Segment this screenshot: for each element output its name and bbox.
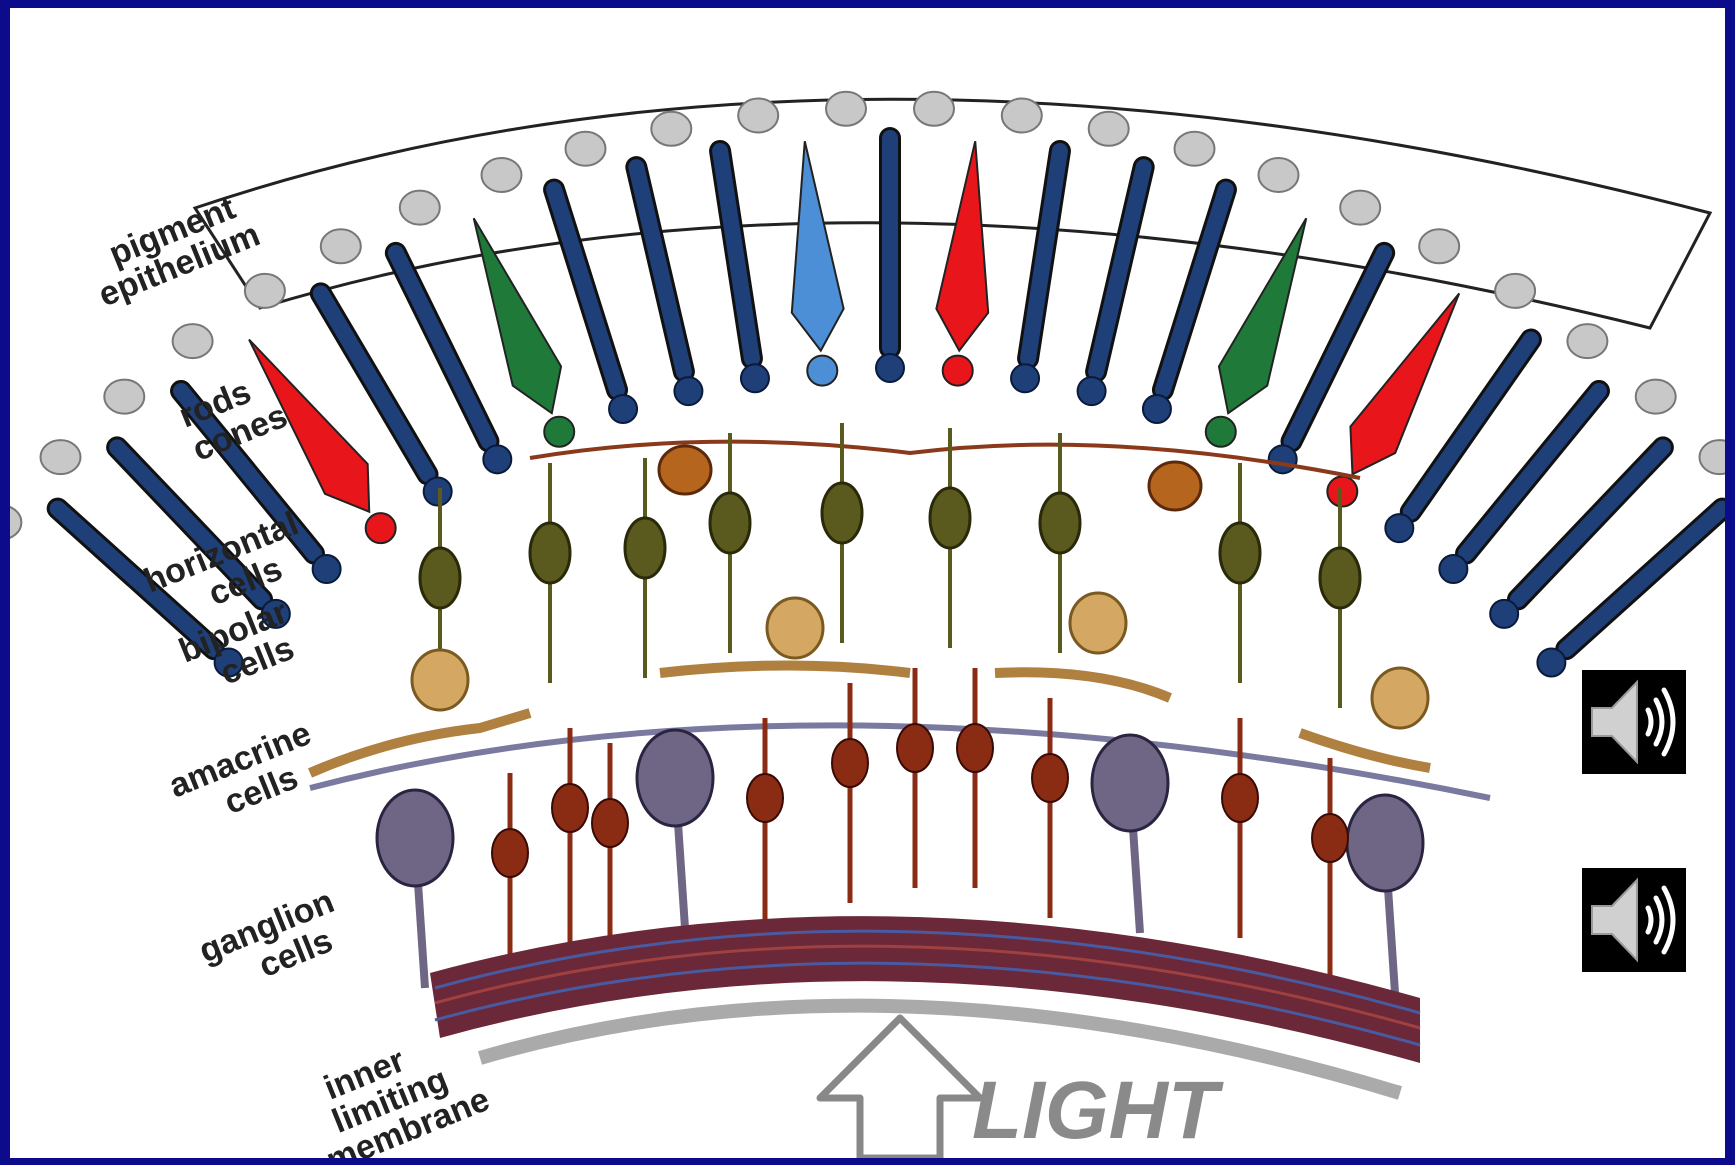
light-arrow-icon xyxy=(820,1018,980,1158)
amacrine-cell xyxy=(995,593,1170,698)
light-label: LIGHT xyxy=(972,1065,1224,1156)
pigment-granule xyxy=(10,505,21,539)
amacrine-cell xyxy=(310,650,530,773)
pigment-granule xyxy=(1002,99,1042,133)
rod xyxy=(876,138,904,382)
label-amacrine-cells: amacrine cells xyxy=(164,714,330,839)
pigment-granule xyxy=(245,274,285,308)
amacrine-cells xyxy=(310,593,1490,798)
slide: LIGHT pigment epithelium rods cones hori… xyxy=(10,8,1725,1158)
pigment-granule xyxy=(321,229,361,263)
pigment-granule xyxy=(1259,158,1299,192)
ganglion-cell xyxy=(1092,735,1168,933)
pigment-granule xyxy=(566,132,606,166)
bipolar-cell xyxy=(822,423,862,643)
rod xyxy=(1490,447,1663,627)
ganglion-cell xyxy=(637,730,713,928)
bipolar-cell xyxy=(1220,463,1260,683)
pigment-granule xyxy=(400,191,440,225)
ganglion-cell xyxy=(1347,795,1423,993)
ganglion-cell xyxy=(832,683,868,903)
bipolar-cell xyxy=(625,458,665,678)
bipolar-cell xyxy=(530,463,570,683)
pigment-granule xyxy=(738,99,778,133)
label-ganglion-cells: ganglion cells xyxy=(194,882,353,1004)
pigment-granule xyxy=(1175,132,1215,166)
ganglion-cell xyxy=(747,718,783,938)
ganglion-cell xyxy=(552,728,588,948)
pigment-granule xyxy=(482,158,522,192)
ganglion-cell xyxy=(897,668,933,888)
pigment-granule xyxy=(914,92,954,126)
amacrine-cell xyxy=(660,598,910,673)
speaker-icon xyxy=(1582,670,1686,774)
horizontal-cell xyxy=(1149,462,1201,510)
label-inner-limiting-membrane: inner limiting membrane xyxy=(296,1017,495,1158)
bipolar-cell xyxy=(1320,488,1360,708)
bipolar-cell xyxy=(930,428,970,648)
pigment-granule xyxy=(1636,380,1676,414)
retina-diagram: LIGHT pigment epithelium rods cones hori… xyxy=(10,8,1725,1158)
cone xyxy=(474,218,574,447)
pigment-granule xyxy=(1340,191,1380,225)
pigment-granule xyxy=(41,440,81,474)
pigment-granule xyxy=(1495,274,1535,308)
amacrine-cell xyxy=(1300,668,1430,768)
speaker-icon xyxy=(1582,868,1686,972)
pigment-granule xyxy=(173,324,213,358)
pigment-granule xyxy=(826,92,866,126)
pigment-granule xyxy=(1089,112,1129,146)
pigment-granule xyxy=(1567,324,1607,358)
pigment-granule xyxy=(1419,229,1459,263)
bipolar-cell xyxy=(710,433,750,653)
ganglion-cell xyxy=(377,790,453,988)
pigment-granule xyxy=(104,380,144,414)
cone xyxy=(1206,218,1306,447)
bipolar-cells xyxy=(420,423,1360,708)
audio-button-2[interactable] xyxy=(1582,868,1686,972)
pigment-granule xyxy=(651,112,691,146)
ganglion-cell xyxy=(957,668,993,888)
ganglion-cell xyxy=(1312,758,1348,978)
pigment-granule xyxy=(1700,440,1726,474)
audio-button-1[interactable] xyxy=(1582,670,1686,774)
ganglion-cell xyxy=(592,743,628,963)
horizontal-cell xyxy=(659,446,711,494)
rod xyxy=(1537,509,1722,677)
